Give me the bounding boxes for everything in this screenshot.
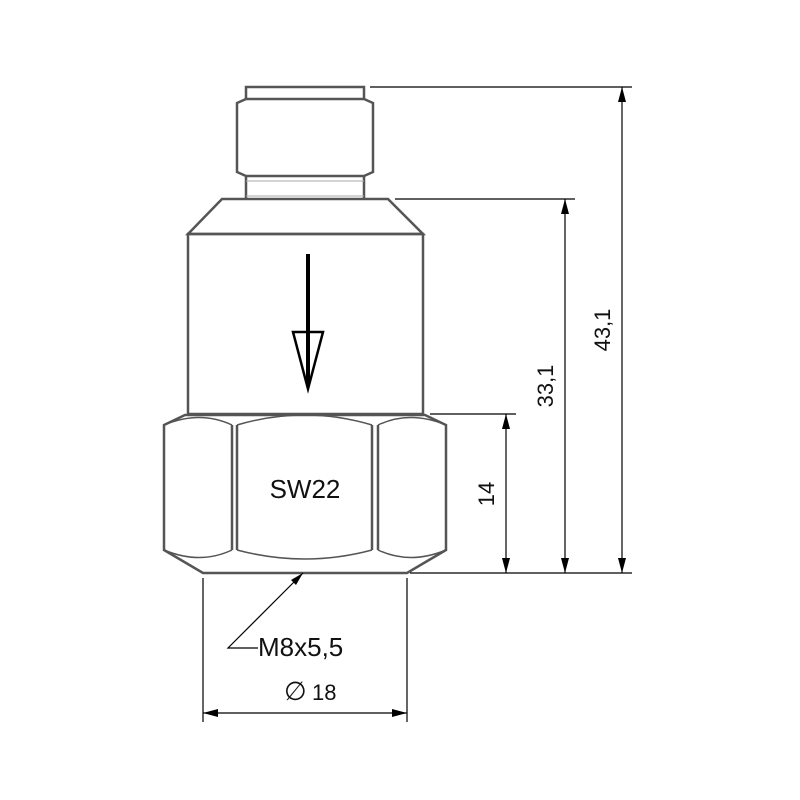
dimension-lines	[202, 86, 632, 722]
thread-leader	[226, 572, 304, 649]
hex-size-label: SW22	[270, 474, 341, 504]
diameter-value: 18	[312, 680, 336, 705]
sensor-outline	[162, 85, 448, 575]
direction-arrow	[291, 254, 325, 394]
sensor-body	[186, 232, 425, 416]
diameter-symbol: ∅	[284, 676, 307, 706]
dim-hex-height-label: 14	[474, 482, 499, 506]
hex-flats	[230, 425, 380, 550]
dim-body-height-label: 33,1	[533, 365, 558, 408]
connector-cap	[244, 85, 366, 101]
connector-body	[235, 97, 375, 178]
connector-neck	[244, 176, 366, 199]
hex-nut	[162, 413, 448, 575]
dim-total-height-label: 43,1	[590, 309, 615, 352]
body-chamfer	[185, 197, 427, 236]
arrowheads	[203, 87, 626, 717]
thread-label: M8x5,5	[258, 632, 343, 662]
